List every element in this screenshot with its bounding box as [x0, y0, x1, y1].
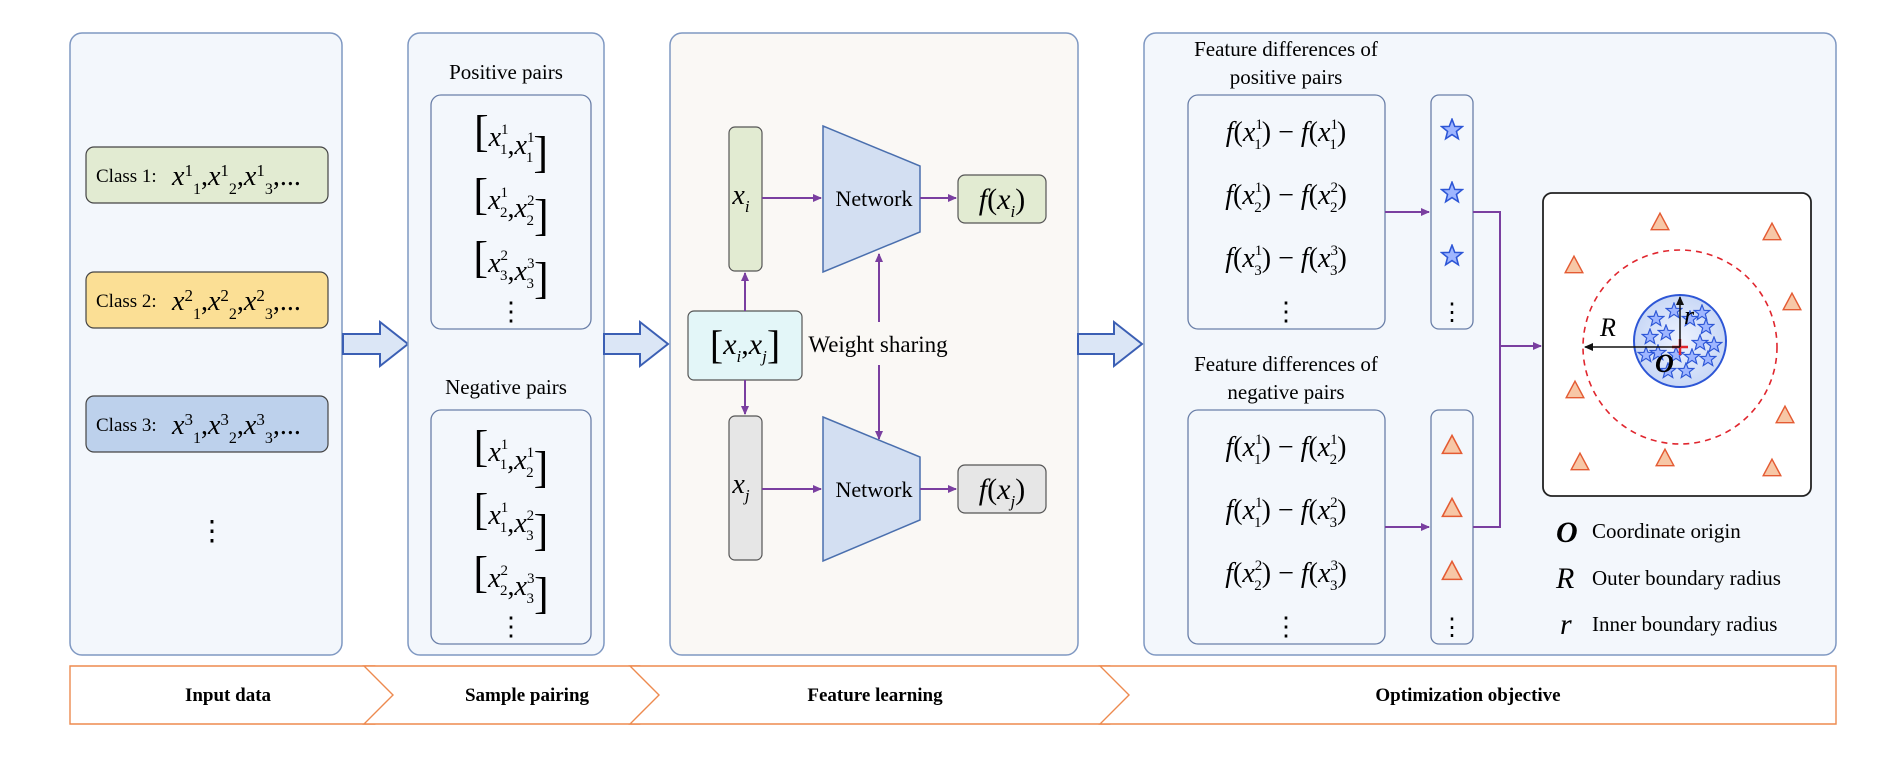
network-bottom-label: Network	[836, 477, 913, 502]
stage-label-learning: Feature learning	[807, 685, 943, 706]
class-2-label: Class 2:	[96, 291, 157, 312]
class-1-box: Class 1: x11,x12,x13,...	[85, 146, 329, 204]
flow-arrow-3	[1077, 319, 1144, 369]
stage-label-pairing: Sample pairing	[465, 685, 590, 706]
outer-radius-label: R	[1599, 313, 1616, 342]
input-xi-label: xi	[731, 180, 749, 216]
negative-column-ellipsis: ⋮	[1440, 615, 1464, 641]
stage-label-optimization: Optimization objective	[1375, 685, 1560, 706]
output-fxi-box	[957, 174, 1047, 224]
output-fxj-label: f(xj)	[979, 473, 1025, 511]
legend-inner-symbol: r	[1560, 608, 1572, 641]
legend-origin-text: Coordinate origin	[1592, 519, 1741, 543]
negative-pairs-ellipsis: ⋮	[498, 612, 524, 641]
positive-diff-title-1: Feature differences of	[1194, 37, 1378, 61]
positive-pairs-title: Positive pairs	[449, 60, 563, 84]
flow-arrow-1	[342, 319, 410, 369]
legend-outer-text: Outer boundary radius	[1592, 566, 1781, 590]
network-top-shape	[822, 124, 921, 274]
positive-diff-title-2: positive pairs	[1230, 65, 1343, 89]
negative-diff-title-2: negative pairs	[1227, 380, 1344, 404]
class-1-label: Class 1:	[96, 166, 157, 187]
class-2-samples: x21,x22,x23,...	[171, 286, 301, 324]
pair-xi-xj-label: [xi,xj]	[710, 322, 780, 367]
negative-pairs-title: Negative pairs	[445, 375, 567, 399]
inner-radius-label: r	[1684, 301, 1695, 330]
embedding-space: R r O	[1542, 192, 1812, 497]
stage-label-input: Input data	[185, 685, 272, 706]
stage-banner	[69, 665, 1837, 725]
stage-optimization	[1098, 665, 1837, 725]
output-fxj-box	[957, 464, 1047, 514]
input-xj-label: xj	[731, 469, 749, 505]
legend-inner-text: Inner boundary radius	[1592, 612, 1777, 636]
class-3-samples: x31,x32,x33,...	[171, 410, 301, 448]
negative-pairs-box	[430, 409, 592, 645]
weight-sharing-label: Weight sharing	[808, 332, 948, 357]
optimization-arrows	[1385, 208, 1542, 531]
class-3-box: Class 3: x31,x32,x33,...	[85, 395, 329, 453]
negative-diff-title-1: Feature differences of	[1194, 352, 1378, 376]
feature-learning-panel: xi xj [xi,xj] Network Network f(xi) f(xj…	[669, 32, 1079, 656]
learning-arrows	[741, 194, 957, 493]
class-ellipsis: ⋮	[198, 516, 226, 547]
network-bottom-shape	[822, 415, 921, 563]
positive-pairs-ellipsis: ⋮	[498, 297, 524, 326]
optimization-panel: Feature differences of positive pairs f(…	[1143, 32, 1837, 656]
positive-pairs-box	[430, 94, 592, 330]
class-2-box: Class 2: x21,x22,x23,...	[85, 271, 329, 329]
negative-diff-ellipsis: ⋮	[1273, 612, 1299, 641]
network-top-label: Network	[836, 186, 913, 211]
input-data-panel: Class 1: x11,x12,x13,... Class 2: x21,x2…	[69, 32, 343, 656]
flow-arrow-2	[603, 319, 670, 369]
legend-outer-symbol: R	[1555, 562, 1574, 595]
output-fxi-label: f(xi)	[979, 183, 1025, 221]
positive-column-ellipsis: ⋮	[1440, 300, 1464, 326]
class-3-label: Class 3:	[96, 415, 157, 436]
stage-labels: Input data Sample pairing Feature learni…	[185, 685, 1561, 706]
legend-origin-symbol: O	[1556, 516, 1578, 549]
class-1-samples: x11,x12,x13,...	[171, 161, 301, 199]
origin-label: O	[1655, 349, 1674, 378]
outer-boundary-circle	[1582, 249, 1778, 445]
legend: O Coordinate origin R Outer boundary rad…	[1555, 516, 1781, 641]
positive-diff-ellipsis: ⋮	[1273, 297, 1299, 326]
